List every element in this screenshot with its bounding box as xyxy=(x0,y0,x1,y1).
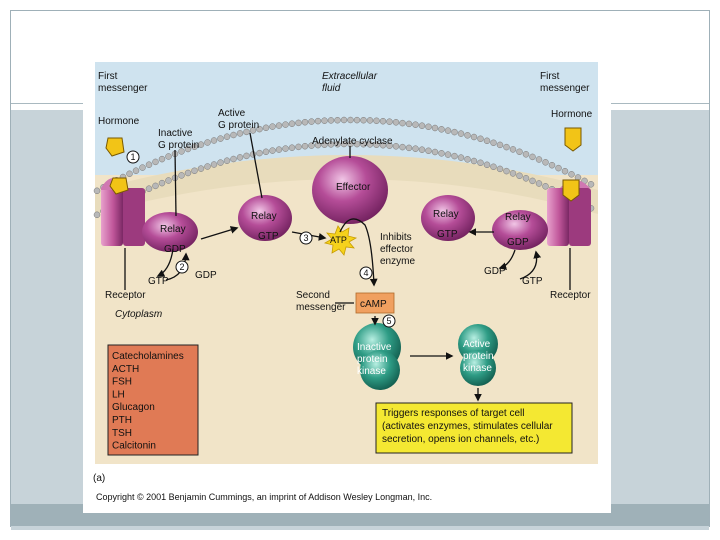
hormone-list-item: PTH xyxy=(112,415,132,426)
label-gtp-right: GTP xyxy=(437,229,458,240)
step-1: 1 xyxy=(130,152,135,162)
label-responses-2: (activates enzymes, stimulates cellular xyxy=(382,421,553,432)
cell-membrane xyxy=(95,155,598,214)
label-relay-right-b: Relay xyxy=(505,212,531,223)
label-receptor-left: Receptor xyxy=(105,290,146,301)
leader-active-g-protein xyxy=(249,132,263,199)
label-inhibits-1: Inhibits xyxy=(380,232,412,243)
label-inactive-kinase-1: Inactive xyxy=(357,342,392,353)
hormone-list-item: Glucagon xyxy=(112,402,155,413)
hormone-list-item: LH xyxy=(112,389,125,400)
leader-inactive-g-protein xyxy=(174,149,177,217)
hormone-list-item: FSH xyxy=(112,377,132,388)
response-box xyxy=(375,402,573,454)
label-cytoplasm: Cytoplasm xyxy=(115,309,162,320)
label-gtp-left: GTP xyxy=(148,276,169,287)
label-first-messenger-right-2: messenger xyxy=(540,83,590,94)
label-responses-1: Triggers responses of target cell xyxy=(382,408,524,419)
label-second-messenger-1: Second xyxy=(296,290,330,301)
label-second-messenger-2: messenger xyxy=(296,302,346,313)
label-relay-mid: Relay xyxy=(251,211,277,222)
label-panel: (a) xyxy=(93,473,105,484)
step-3: 3 xyxy=(303,233,308,243)
step-2: 2 xyxy=(179,262,184,272)
arrow-gtp-bind-right xyxy=(519,250,542,280)
label-active-g-protein-2: G protein xyxy=(218,120,259,131)
arrow-gdp-release-right xyxy=(498,249,516,270)
label-receptor-right: Receptor xyxy=(550,290,591,301)
label-camp: cAMP xyxy=(360,299,387,310)
label-active-kinase-2: protein xyxy=(463,351,494,362)
hormone-list-item: TSH xyxy=(112,428,132,439)
label-relay-right-a: Relay xyxy=(433,209,459,220)
step-4: 4 xyxy=(363,268,368,278)
hormone-list-item: Catecholamines xyxy=(112,351,184,362)
hormone-list-item: Calcitonin xyxy=(112,441,156,452)
label-active-g-protein-1: Active xyxy=(218,108,246,119)
label-effector: Effector xyxy=(336,182,371,193)
label-inactive-g-protein-2: G protein xyxy=(158,140,199,151)
label-hormone-right: Hormone xyxy=(551,109,593,120)
step-markers xyxy=(126,150,396,328)
label-active-kinase-3: kinase xyxy=(463,363,492,374)
label-gdp-left: GDP xyxy=(164,244,186,255)
label-gtp-right-2: GTP xyxy=(522,276,543,287)
relay-right-b-shape xyxy=(492,210,548,250)
label-extracellular-1: Extracellular xyxy=(322,71,378,82)
label-inhibits-3: enzyme xyxy=(380,256,415,267)
inactive-kinase-shape xyxy=(353,323,401,390)
label-first-messenger-right-1: First xyxy=(540,71,560,82)
active-kinase-shape xyxy=(458,324,498,386)
label-adenylate-cyclase: Adenylate cyclase xyxy=(312,136,393,147)
label-first-messenger-left-2: messenger xyxy=(98,83,148,94)
label-gdp-right-2: GDP xyxy=(484,266,506,277)
label-responses-3: secretion, opens ion channels, etc.) xyxy=(382,434,539,445)
hormone-right-shape xyxy=(562,127,582,202)
hormone-list-item: ACTH xyxy=(112,364,139,375)
label-copyright: Copyright © 2001 Benjamin Cummings, an i… xyxy=(96,492,432,502)
relay-right-a-shape xyxy=(421,195,475,241)
label-gdp-right: GDP xyxy=(507,237,529,248)
label-inactive-g-protein-1: Inactive xyxy=(158,128,193,139)
label-extracellular-2: fluid xyxy=(322,83,341,94)
hormone-list-box xyxy=(107,344,199,456)
label-hormone-left: Hormone xyxy=(98,116,140,127)
label-atp: ATP xyxy=(330,235,347,245)
label-active-kinase-1: Active xyxy=(463,339,491,350)
relay-left-shape xyxy=(142,212,198,252)
label-inactive-kinase-2: protein xyxy=(357,354,388,365)
label-gtp-mid: GTP xyxy=(258,231,279,242)
label-first-messenger-left-1: First xyxy=(98,71,118,82)
camp-box xyxy=(355,292,395,314)
arrow-relay-to-relay xyxy=(200,226,239,240)
relay-mid-shape xyxy=(238,195,292,241)
label-gdp-left-2: GDP xyxy=(195,270,217,281)
label-inactive-kinase-3: kinase xyxy=(357,366,386,377)
arrow-atp-to-camp xyxy=(339,218,378,287)
arrow-gdp-release-left xyxy=(156,248,174,277)
effector-shape xyxy=(312,156,388,224)
step-5: 5 xyxy=(386,316,391,326)
label-inhibits-2: effector xyxy=(380,244,414,255)
label-relay-left: Relay xyxy=(160,224,186,235)
hormone-left-shape xyxy=(105,137,129,195)
atp-burst xyxy=(323,225,358,256)
